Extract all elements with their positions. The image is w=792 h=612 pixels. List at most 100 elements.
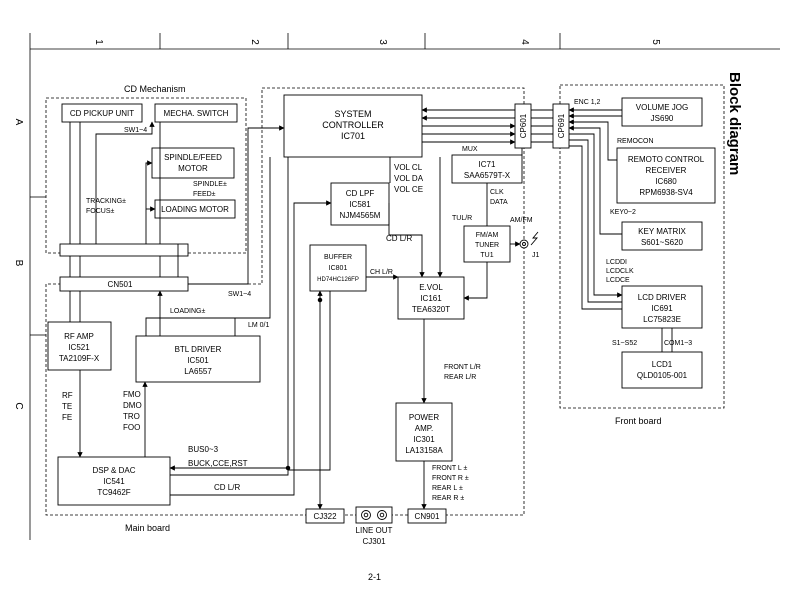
signal-label: DATA [490,199,508,206]
remote-receiver-label: REMOTO CONTROL [628,155,705,164]
volume-jog-label: JS690 [651,114,674,123]
signal-label: REMOCON [617,138,654,145]
signal-wires [69,107,673,510]
cj322-label: CJ322 [313,512,337,521]
signal-label: J1 [532,252,540,259]
spindle-feed-label: SPINDLE/FEED [164,153,222,162]
power-amp-label: LA13158A [405,446,443,455]
lcd1-label: LCD1 [652,360,673,369]
rf-amp-label: TA2109F-X [59,354,100,363]
spindle-feed-label: MOTOR [178,164,208,173]
cd-lpf-label: IC581 [349,200,371,209]
lcd-driver-label: LCD DRIVER [638,293,687,302]
loading-motor-label: LOADING MOTOR [161,205,229,214]
key-matrix-block [621,221,703,251]
btl-driver-block [135,335,261,383]
volume-jog-block [621,97,703,127]
signal-label: CD L/R [386,234,412,243]
signal-label: VOL CL [394,163,423,172]
system-controller-label: CONTROLLER [322,120,384,130]
lcd1-block [621,351,703,389]
mecha-switch-label: MECHA. SWITCH [164,109,229,118]
ic71-label: IC71 [479,160,496,169]
line-out-label: LINE OUT [356,526,393,535]
signal-label: MUX [462,146,478,153]
cn901-label: CN901 [415,512,440,521]
line-out-jack-icon [361,510,387,520]
signal-label: FRONT L/R [444,364,481,371]
signal-label: BUS0~3 [188,445,219,454]
rf-amp-block [47,321,112,371]
remote-receiver-label: RPM6938-SV4 [639,188,693,197]
signal-label: FRONT R ± [432,475,469,482]
signal-label: SW1~4 [228,291,251,298]
dsp-dac-label: DSP & DAC [93,466,136,475]
column-label: 3 [377,39,388,45]
row-label: B [13,260,24,267]
btl-driver-label: IC501 [187,356,209,365]
lcd-driver-label: LC75823E [643,315,681,324]
dsp-dac-label: TC9462F [97,488,130,497]
signal-label: FOCUS± [86,208,115,215]
btl-driver-label: LA6557 [184,367,212,376]
signal-label: AM/FM [510,217,533,224]
signal-label: SW1~4 [124,127,147,134]
signal-label: CH L/R [370,269,393,276]
evol-label: IC161 [420,294,442,303]
tuner-label: TU1 [480,252,493,259]
signal-label: VOL DA [394,174,424,183]
page-number: 2-1 [368,572,381,582]
signal-label: KEY0~2 [610,209,636,216]
cd-lpf-label: NJM4565M [340,211,381,220]
page-title: Block diagram [726,72,743,175]
dsp-dac-label: IC541 [103,477,125,486]
cd-lpf-label: CD LPF [346,189,375,198]
antenna-jack-icon [519,231,539,249]
buffer-label: IC801 [329,265,348,272]
signal-label: REAR R ± [432,495,464,502]
signal-label: FRONT L ± [432,465,468,472]
signal-label: ENC 1,2 [574,99,601,106]
btl-driver-label: BTL DRIVER [175,345,222,354]
signal-label: FOO [123,423,140,432]
cj322-connector [305,508,345,524]
key-matrix-label: S601~S620 [641,238,684,247]
signal-label: CLK [490,189,504,196]
remote-receiver-block [616,147,716,204]
front-board-area [559,84,725,409]
signal-label: FE [62,413,72,422]
evol-label: E.VOL [419,283,443,292]
column-label: 2 [249,39,260,45]
system-controller-label: SYSTEM [334,109,371,119]
cn501-label: CN501 [108,280,133,289]
signal-label: LCDCE [606,277,630,284]
section-label-cd-mechanism: CD Mechanism [124,84,186,94]
signal-label: TUL/R [452,215,472,222]
power-amp-block [395,402,453,462]
cd-pickup-label: CD PICKUP UNIT [70,109,134,118]
rf-amp-label: RF AMP [64,332,94,341]
key-matrix-label: KEY MATRIX [638,227,686,236]
section-label-main-board: Main board [125,523,170,533]
signal-label: LCDCLK [606,268,634,275]
signal-label: CD L/R [214,483,240,492]
signal-label: TRO [123,412,140,421]
buffer-label: HD74HC126FP [317,277,359,283]
main-board-area [45,87,525,516]
signal-label: BUCK,CCE,RST [188,459,248,468]
signal-label: SPINDLE± [193,181,227,188]
signal-label: LM 0/1 [248,322,270,329]
remote-receiver-label: RECEIVER [646,166,687,175]
dsp-dac-block [57,456,171,506]
cn901-connector [407,508,447,524]
evol-label: TEA6320T [412,305,450,314]
signal-label: DMO [123,401,142,410]
section-label-front-board: Front board [615,416,662,426]
mechanism-connector [59,243,189,257]
lcd1-label: QLD0105-001 [637,371,688,380]
cd-pickup-block [61,103,143,123]
signal-label: COM1~3 [664,340,692,347]
signal-label: S1~S52 [612,340,637,347]
page-frame [29,33,780,540]
